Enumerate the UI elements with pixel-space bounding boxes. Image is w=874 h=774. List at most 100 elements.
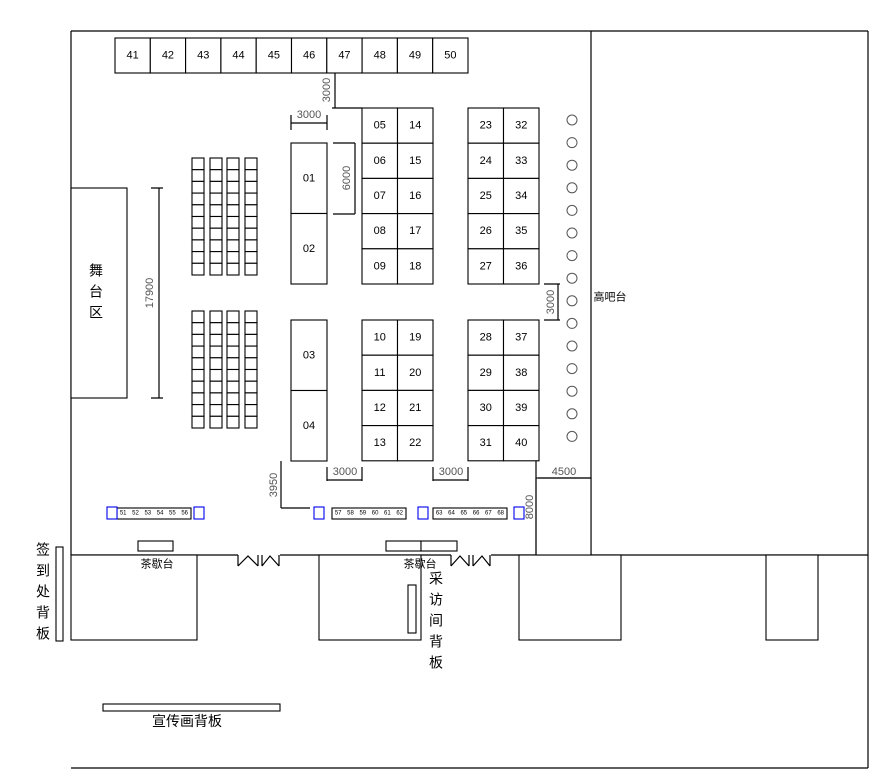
booth-number: 15: [409, 155, 421, 167]
small-booth-number[interactable]: 61: [384, 511, 391, 517]
bar-stool: [566, 340, 578, 352]
booth[interactable]: [502, 213, 540, 250]
chair: [209, 415, 223, 429]
dim-aisle-2: 3000: [439, 466, 463, 478]
booth[interactable]: [361, 425, 399, 462]
booth[interactable]: [396, 142, 434, 179]
chair: [226, 215, 240, 229]
chair: [244, 404, 258, 417]
chair: [191, 215, 205, 229]
chair: [244, 251, 258, 264]
booth[interactable]: [396, 425, 434, 462]
door-2[interactable]: [450, 555, 491, 567]
booth-number: 19: [409, 332, 421, 344]
booth-number: 40: [515, 437, 527, 449]
booth-number: 39: [515, 402, 527, 414]
booth[interactable]: [396, 354, 434, 391]
booth[interactable]: [361, 107, 399, 144]
small-booth-number[interactable]: 66: [473, 511, 480, 517]
small-booth-number[interactable]: 57: [335, 511, 342, 517]
booth[interactable]: [290, 319, 328, 392]
booth[interactable]: [255, 37, 293, 74]
bar-stool: [566, 295, 578, 307]
booth-number: 04: [303, 420, 315, 432]
booth-number: 16: [409, 190, 421, 202]
booth[interactable]: [467, 389, 505, 427]
booth[interactable]: [467, 319, 505, 356]
booth[interactable]: [467, 425, 505, 462]
small-booth-number[interactable]: 58: [347, 511, 354, 517]
small-booth-number[interactable]: 52: [132, 511, 139, 517]
chair: [191, 357, 205, 371]
small-booth-number[interactable]: 59: [359, 511, 366, 517]
chair: [191, 415, 205, 429]
booth-number: 13: [374, 437, 386, 449]
booth[interactable]: [396, 248, 434, 285]
small-booth-number[interactable]: 53: [144, 511, 151, 517]
booth[interactable]: [502, 425, 540, 462]
booth[interactable]: [502, 319, 540, 356]
chair: [226, 357, 240, 371]
booth[interactable]: [361, 389, 399, 427]
small-booth-number[interactable]: 55: [169, 511, 176, 517]
small-booth-number[interactable]: 63: [436, 511, 443, 517]
booth[interactable]: [361, 142, 399, 179]
booth[interactable]: [290, 212, 328, 285]
door-1[interactable]: [237, 555, 280, 567]
chair: [191, 157, 205, 171]
bar-stool: [566, 385, 578, 397]
high-bar-label: 高吧台: [594, 290, 627, 304]
booth-number: 38: [515, 367, 527, 379]
booth[interactable]: [396, 37, 434, 74]
booth[interactable]: [467, 107, 505, 144]
chair: [226, 262, 240, 276]
dim-aisle-1: 3000: [333, 466, 357, 478]
booth-number: 20: [409, 367, 421, 379]
booth[interactable]: [220, 37, 257, 74]
booth[interactable]: [396, 213, 434, 250]
chair: [226, 322, 240, 335]
blue-marker: [106, 506, 118, 520]
booth[interactable]: [361, 213, 399, 250]
room-3: [518, 554, 622, 641]
signin-board-label: 签到处背板: [34, 541, 50, 647]
booth[interactable]: [361, 177, 399, 215]
booth[interactable]: [502, 389, 540, 427]
small-booth-number[interactable]: 65: [460, 511, 467, 517]
bar-stool: [566, 317, 578, 329]
chair: [244, 204, 258, 218]
booth-number: 32: [515, 120, 527, 132]
booth[interactable]: [502, 248, 540, 285]
booth[interactable]: [467, 248, 505, 285]
chair: [244, 415, 258, 429]
small-booth-number[interactable]: 64: [448, 511, 455, 517]
booth[interactable]: [326, 37, 363, 74]
booth[interactable]: [396, 389, 434, 427]
chair: [209, 215, 223, 229]
booth[interactable]: [432, 37, 469, 74]
booth-number: 44: [232, 50, 244, 62]
bar-stool: [566, 137, 578, 149]
booth[interactable]: [361, 319, 399, 356]
booth[interactable]: [502, 107, 540, 144]
booth[interactable]: [467, 213, 505, 250]
bar-stool: [566, 408, 578, 420]
chair: [244, 345, 258, 359]
small-booth-number[interactable]: 67: [485, 511, 492, 517]
booth-number: 36: [515, 260, 527, 272]
small-booth-number[interactable]: 60: [372, 511, 379, 517]
small-booth-number[interactable]: 62: [396, 511, 403, 517]
booth[interactable]: [290, 37, 328, 74]
small-booth-number[interactable]: 51: [120, 511, 127, 517]
small-booth-number[interactable]: 56: [181, 511, 188, 517]
small-booth-strip: [432, 507, 508, 520]
chair: [226, 227, 240, 241]
small-booth-number[interactable]: 68: [497, 511, 504, 517]
booth[interactable]: [290, 389, 328, 462]
booth-number: 33: [515, 155, 527, 167]
booth[interactable]: [467, 354, 505, 391]
booth-number: 48: [374, 50, 386, 62]
small-booth-number[interactable]: 54: [157, 511, 164, 517]
chair: [191, 322, 205, 335]
